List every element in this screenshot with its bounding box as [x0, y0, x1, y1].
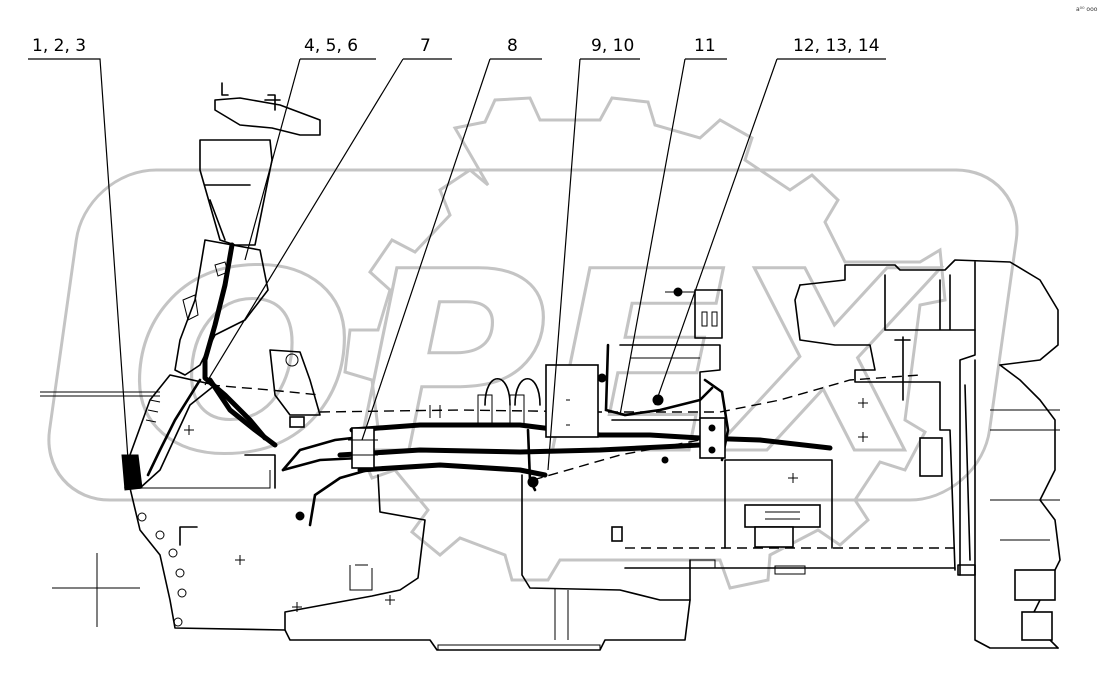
watermark-logo-text: OPEX [130, 218, 941, 509]
callout-7: 7 [204, 36, 452, 386]
svg-text:12, 13, 14: 12, 13, 14 [793, 36, 880, 56]
svg-text:4, 5, 6: 4, 5, 6 [304, 36, 358, 56]
chassis-frame [52, 259, 1061, 651]
watermark: OPEX [47, 96, 1019, 590]
callout-12-13-14: 12, 13, 14 [654, 36, 886, 406]
watermark-gear-icon [343, 96, 947, 590]
svg-text:1, 2, 3: 1, 2, 3 [32, 36, 86, 56]
svg-text:9, 10: 9, 10 [591, 36, 634, 56]
svg-text:11: 11 [694, 36, 716, 56]
wiring-harness [146, 242, 921, 527]
callout-1-2-3: 1, 2, 3 [28, 36, 131, 489]
callouts: 1, 2, 3 4, 5, 6 7 8 9, 10 11 12, 13, 14 [28, 36, 886, 489]
callout-9-10: 9, 10 [547, 36, 640, 471]
watermark-frame [47, 168, 1019, 502]
callout-4-5-6: 4, 5, 6 [244, 36, 376, 261]
callout-11: 11 [619, 36, 727, 416]
steering-column [40, 82, 321, 491]
corner-code: a⁰⁰ ooo [1076, 6, 1098, 13]
svg-text:7: 7 [420, 36, 431, 56]
hose-clamps [484, 377, 541, 406]
svg-text:8: 8 [507, 36, 518, 56]
callout-8: 8 [361, 36, 542, 441]
mounting-holes [137, 512, 187, 627]
